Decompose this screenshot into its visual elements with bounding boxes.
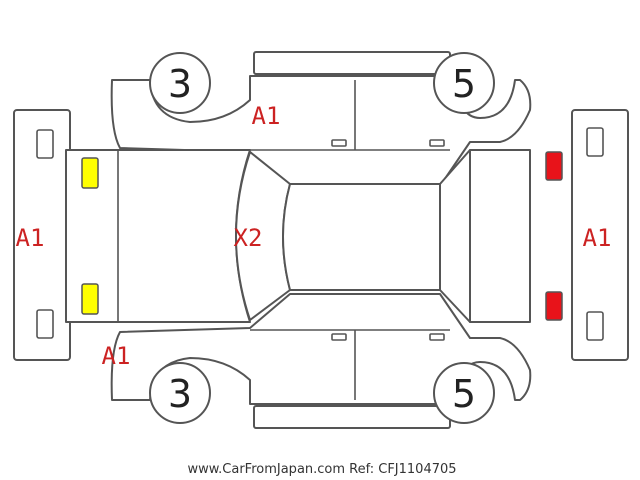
left-taillight: [545, 151, 563, 181]
wheel-front-left-label: 3: [168, 62, 192, 106]
wheel-rear-right: 5: [433, 362, 495, 424]
damage-rear-bumper: A1: [583, 224, 612, 252]
left-side-sill: [253, 51, 451, 75]
damage-front-left-fender: A1: [252, 102, 281, 130]
wheel-rear-left-label: 5: [452, 62, 476, 106]
wheel-front-right-label: 3: [168, 372, 192, 416]
rear-bumper: [571, 109, 629, 361]
right-side-panel: [110, 293, 532, 405]
damage-hood: X2: [234, 224, 263, 252]
watermark-text: www.CarFromJapan.com Ref: CFJ1104705: [187, 462, 456, 477]
wheel-rear-left: 5: [433, 52, 495, 114]
tailgate: [469, 149, 531, 323]
wheel-rear-right-label: 5: [452, 372, 476, 416]
damage-front-right-fender: A1: [102, 342, 131, 370]
wheel-front-left: 3: [149, 52, 211, 114]
right-headlight: [81, 283, 99, 315]
right-taillight: [545, 291, 563, 321]
wheel-front-right: 3: [149, 362, 211, 424]
roof: [282, 183, 441, 291]
right-side-sill: [253, 405, 451, 429]
damage-front-bumper: A1: [16, 224, 45, 252]
left-headlight: [81, 157, 99, 189]
